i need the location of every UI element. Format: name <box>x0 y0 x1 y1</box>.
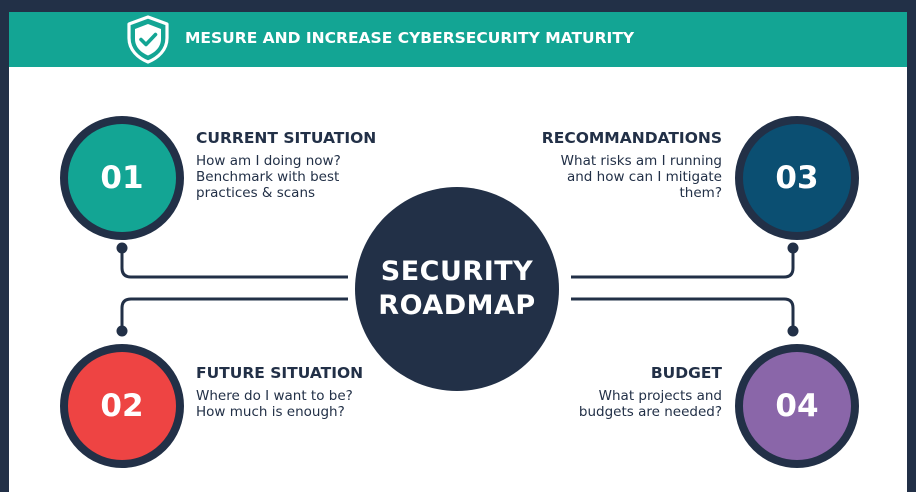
connector-dot-01 <box>116 242 128 254</box>
connector-dot-03 <box>787 242 799 254</box>
step-03-circle: 03 <box>735 116 859 240</box>
connector-04 <box>571 297 795 330</box>
step-04-circle: 04 <box>735 344 859 468</box>
step-03-line: What risks am I running <box>560 153 722 169</box>
step-01-circle: 01 <box>60 116 184 240</box>
step-04-text: BUDGET What projects and budgets are nee… <box>520 364 722 420</box>
header-banner: MESURE AND INCREASE CYBERSECURITY MATURI… <box>9 12 907 67</box>
step-04-description: What projects and budgets are needed? <box>520 388 722 420</box>
step-04-heading: BUDGET <box>650 364 722 382</box>
step-01-line: How am I doing now? <box>196 153 341 169</box>
step-02-line: Where do I want to be? <box>196 388 353 404</box>
step-03-text: RECOMMANDATIONS What risks am I running … <box>490 129 722 201</box>
step-01-line: Benchmark with best <box>196 169 340 185</box>
step-04-line: What projects and <box>598 388 722 404</box>
header-title: MESURE AND INCREASE CYBERSECURITY MATURI… <box>185 29 635 47</box>
step-01-heading: CURRENT SITUATION <box>196 129 377 147</box>
connector-03 <box>571 248 795 279</box>
connector-02 <box>120 297 348 330</box>
step-02-text: FUTURE SITUATION Where do I want to be? … <box>196 364 396 420</box>
step-04-line: budgets are needed? <box>578 404 722 420</box>
step-03-description: What risks am I running and how can I mi… <box>490 153 722 201</box>
step-01-line: practices & scans <box>196 185 316 201</box>
step-03-line: and how can I mitigate <box>566 169 722 185</box>
hub-line-1: SECURITY <box>380 256 534 287</box>
connector-dot-02 <box>116 325 128 337</box>
hub-line-2: ROADMAP <box>378 290 536 321</box>
connector-01 <box>120 248 348 279</box>
step-02-description: Where do I want to be? How much is enoug… <box>196 388 396 420</box>
security-roadmap-hub: SECURITY ROADMAP <box>355 187 559 391</box>
step-01-text: CURRENT SITUATION How am I doing now? Be… <box>196 129 396 201</box>
step-02-heading: FUTURE SITUATION <box>196 364 364 382</box>
step-02-circle: 02 <box>60 344 184 468</box>
step-03-heading: RECOMMANDATIONS <box>541 129 722 147</box>
step-03-line: them? <box>679 185 722 201</box>
shield-check-icon <box>127 15 169 64</box>
connector-dot-04 <box>787 325 799 337</box>
step-01-description: How am I doing now? Benchmark with best … <box>196 153 396 201</box>
step-02-line: How much is enough? <box>196 404 345 420</box>
